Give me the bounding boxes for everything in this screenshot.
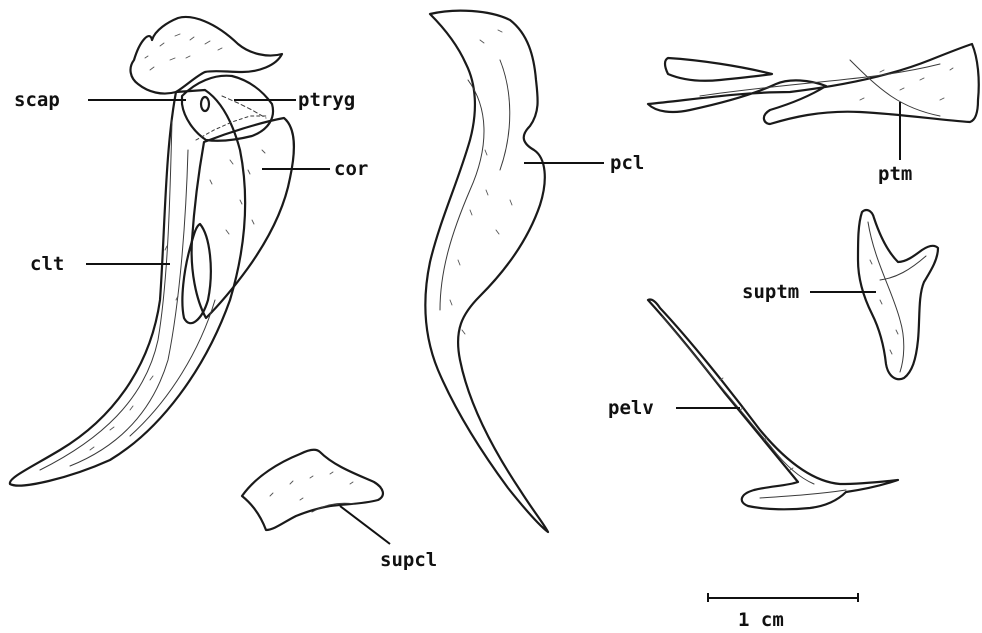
- supratemporal-drawing: [858, 210, 938, 379]
- label-ptryg: ptryg: [298, 89, 355, 111]
- scale-bar: 1 cm: [708, 593, 858, 631]
- label-pelv: pelv: [608, 397, 654, 419]
- leader-supcl: [340, 506, 390, 544]
- label-pcl: pcl: [610, 152, 644, 174]
- label-ptm: ptm: [878, 163, 912, 185]
- label-supcl: supcl: [380, 549, 437, 571]
- label-cor: cor: [334, 158, 368, 180]
- cleithrum-scapulocoracoid-drawing: [10, 17, 294, 486]
- supracleithrum-drawing: [242, 450, 383, 530]
- label-clt: clt: [30, 253, 64, 275]
- label-scap: scap: [14, 89, 60, 111]
- scale-bar-label: 1 cm: [738, 609, 784, 631]
- leader-lines: [86, 100, 900, 544]
- posttemporal-drawing: [648, 44, 979, 124]
- postcleithrum-drawing: [425, 11, 548, 532]
- pelvic-bone-drawing: [648, 299, 898, 509]
- label-suptm: suptm: [742, 281, 799, 303]
